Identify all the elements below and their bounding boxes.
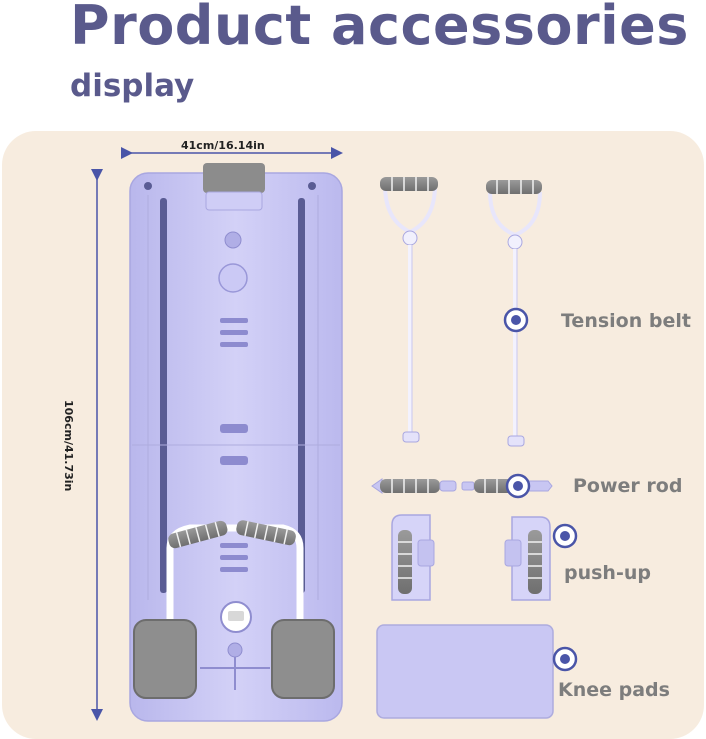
push-up-handle-right [504,516,551,601]
knee-pad [376,624,554,719]
marker-tension-belt [503,307,529,333]
height-dimension-label: 106cm/41.73in [62,400,75,492]
page-subtitle: display [70,68,195,104]
main-board [129,163,343,722]
push-up-handle-left [391,514,435,601]
tension-belt-right [486,180,542,447]
tension-belt-left [380,177,438,443]
width-dimension-label: 41cm/16.14in [181,139,265,152]
knee-pads-label: Knee pads [558,679,670,701]
push-up-label: push-up [564,562,651,584]
board-push-handle [166,520,304,620]
power-rod-left [371,478,457,494]
power-rod-label: Power rod [573,475,683,497]
product-display-panel [2,131,704,739]
page-title: Product accessories [70,0,689,57]
marker-power-rod [505,473,531,499]
tension-belt-label: Tension belt [561,310,691,332]
marker-push-up [552,523,578,549]
board-foot-pads [133,619,335,699]
marker-knee-pads [552,646,578,672]
